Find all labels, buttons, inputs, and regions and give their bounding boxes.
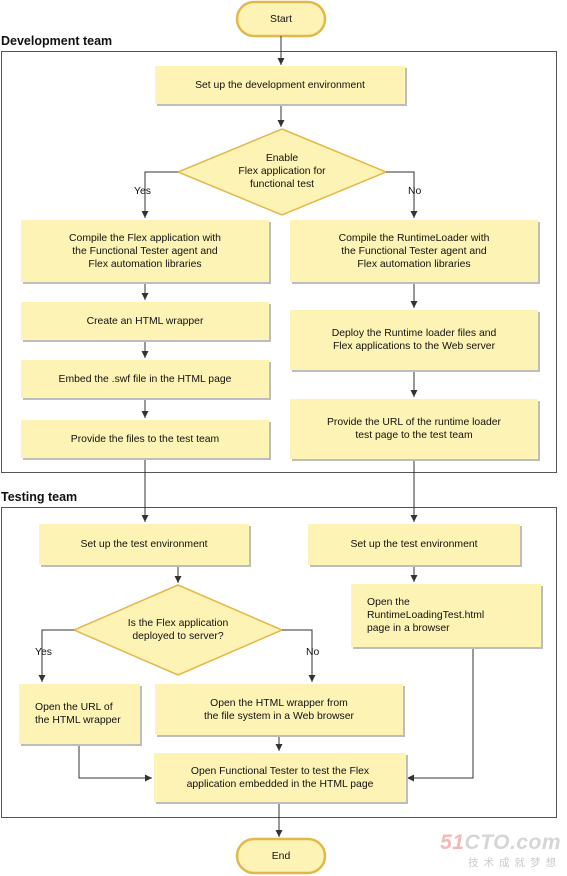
watermark-brand: 51CTO.com bbox=[440, 831, 561, 854]
connector-decision-no bbox=[386, 171, 418, 218]
deployed-decision-yes-label: Yes bbox=[35, 647, 52, 658]
connector-url-tester bbox=[78, 744, 152, 782]
open-wrapper-url-step: Open the URL of the HTML wrapper bbox=[19, 684, 140, 744]
connector-runtimepage-tester bbox=[407, 647, 474, 782]
development-lane-title: Development team bbox=[1, 34, 113, 48]
create-html-wrapper-step: Create an HTML wrapper bbox=[21, 302, 269, 340]
deploy-runtime-files-step: Deploy the Runtime loader files and Flex… bbox=[290, 310, 538, 370]
end-terminal-shape bbox=[235, 837, 327, 875]
development-lane bbox=[1, 51, 557, 473]
connector-decision2-yes bbox=[38, 629, 74, 682]
enable-flex-decision: Enable Flex application for functional t… bbox=[238, 152, 326, 190]
open-runtime-loading-page-step: Open the RuntimeLoadingTest.html page in… bbox=[351, 584, 541, 647]
enable-decision-shape bbox=[176, 128, 388, 216]
setup-test-environment-right-step: Set up the test environment bbox=[308, 524, 520, 565]
compile-flex-app-step: Compile the Flex application with the Fu… bbox=[21, 220, 269, 282]
provide-files-step: Provide the files to the test team bbox=[21, 420, 269, 458]
end-terminal: End bbox=[271, 850, 291, 862]
setup-dev-environment-step: Set up the development environment bbox=[155, 66, 405, 104]
provide-runtime-url-step: Provide the URL of the runtime loader te… bbox=[290, 399, 538, 459]
deployed-decision-shape bbox=[72, 584, 284, 676]
connector-decision2-no bbox=[282, 629, 316, 682]
watermark-logo: 51CTO.com 技术成就梦想 bbox=[440, 831, 561, 870]
open-wrapper-filesystem-step: Open the HTML wrapper from the file syst… bbox=[155, 684, 403, 735]
enable-decision-yes-label: Yes bbox=[134, 186, 151, 197]
open-functional-tester-step: Open Functional Tester to test the Flex … bbox=[154, 753, 406, 802]
deployed-decision-no-label: No bbox=[306, 647, 320, 658]
compile-runtimeloader-step: Compile the RuntimeLoader with the Funct… bbox=[290, 220, 538, 282]
connector-decision-yes bbox=[141, 171, 178, 218]
deployed-to-server-decision: Is the Flex application deployed to serv… bbox=[127, 618, 229, 642]
start-terminal: Start bbox=[270, 13, 292, 25]
watermark-tagline: 技术成就梦想 bbox=[468, 857, 561, 869]
embed-swf-step: Embed the .swf file in the HTML page bbox=[21, 360, 269, 398]
enable-decision-no-label: No bbox=[408, 186, 422, 197]
setup-test-environment-left-step: Set up the test environment bbox=[39, 524, 249, 565]
testing-lane-title: Testing team bbox=[1, 490, 78, 504]
